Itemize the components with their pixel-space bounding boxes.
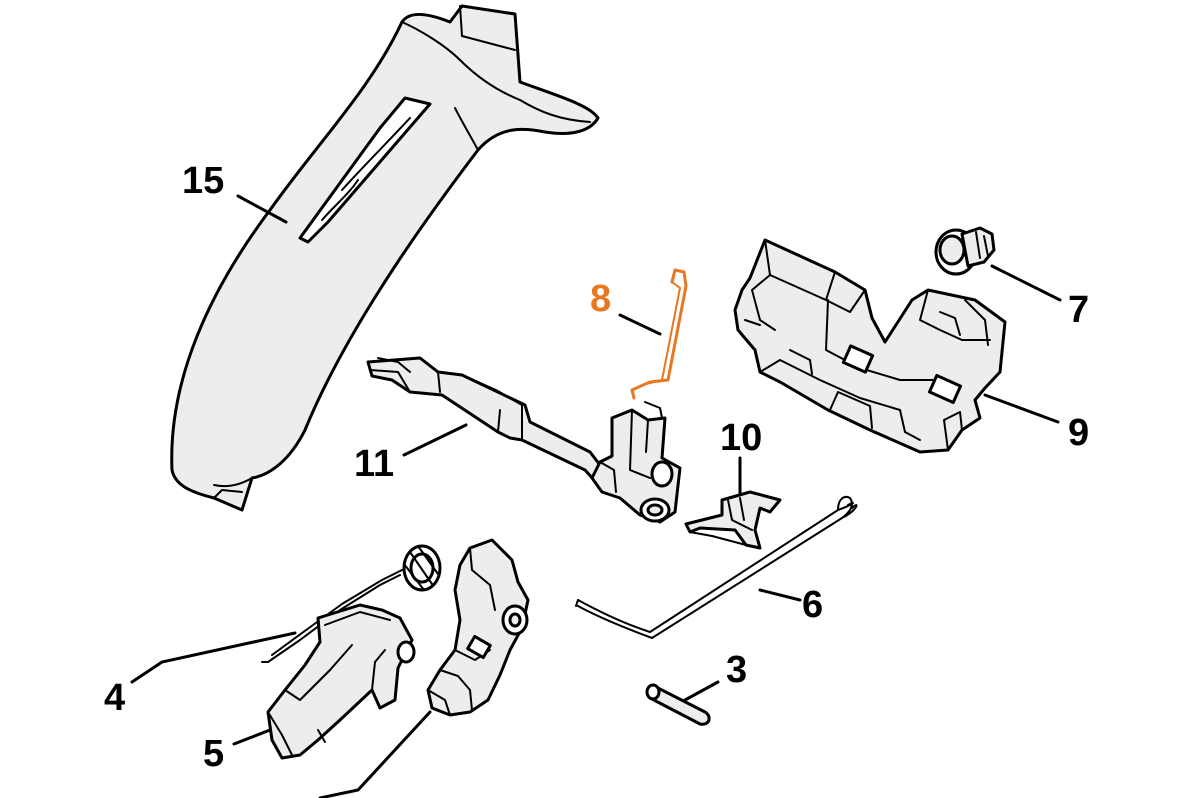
callout-4: 4 <box>104 677 125 719</box>
leader-6 <box>758 588 802 602</box>
leader-lines <box>130 194 1062 798</box>
part-7-screw <box>934 226 996 276</box>
callout-9: 9 <box>1068 412 1089 454</box>
leader-15 <box>236 194 288 224</box>
part-8-wire-spring <box>630 268 688 400</box>
leader-5 <box>232 728 272 746</box>
callout-5: 5 <box>203 733 224 775</box>
part-5-lever <box>266 603 416 760</box>
leader-4 <box>130 631 297 684</box>
callout-11: 11 <box>354 443 394 485</box>
leader-7 <box>990 264 1062 302</box>
leader-bracket <box>318 710 432 798</box>
part-10-spring-clip <box>684 490 782 550</box>
part-3-pin <box>645 683 711 726</box>
callout-labels: 15 8 7 9 10 11 6 4 3 5 <box>104 160 1089 775</box>
part-bracket-lower <box>426 538 530 717</box>
leader-9 <box>983 393 1060 424</box>
callout-10: 10 <box>720 417 762 459</box>
callout-8: 8 <box>590 278 611 320</box>
part-15-handle-housing <box>170 4 600 512</box>
callout-7: 7 <box>1068 289 1089 331</box>
leader-11 <box>402 423 468 457</box>
part-11-switch-shaft <box>366 356 682 524</box>
leader-8 <box>618 313 662 336</box>
part-9-switch-housing <box>733 238 1007 454</box>
callout-15: 15 <box>182 160 224 202</box>
leader-3 <box>683 680 720 702</box>
callout-6: 6 <box>802 584 823 626</box>
part-6-wire-rod <box>575 495 858 639</box>
callout-3: 3 <box>726 649 747 691</box>
